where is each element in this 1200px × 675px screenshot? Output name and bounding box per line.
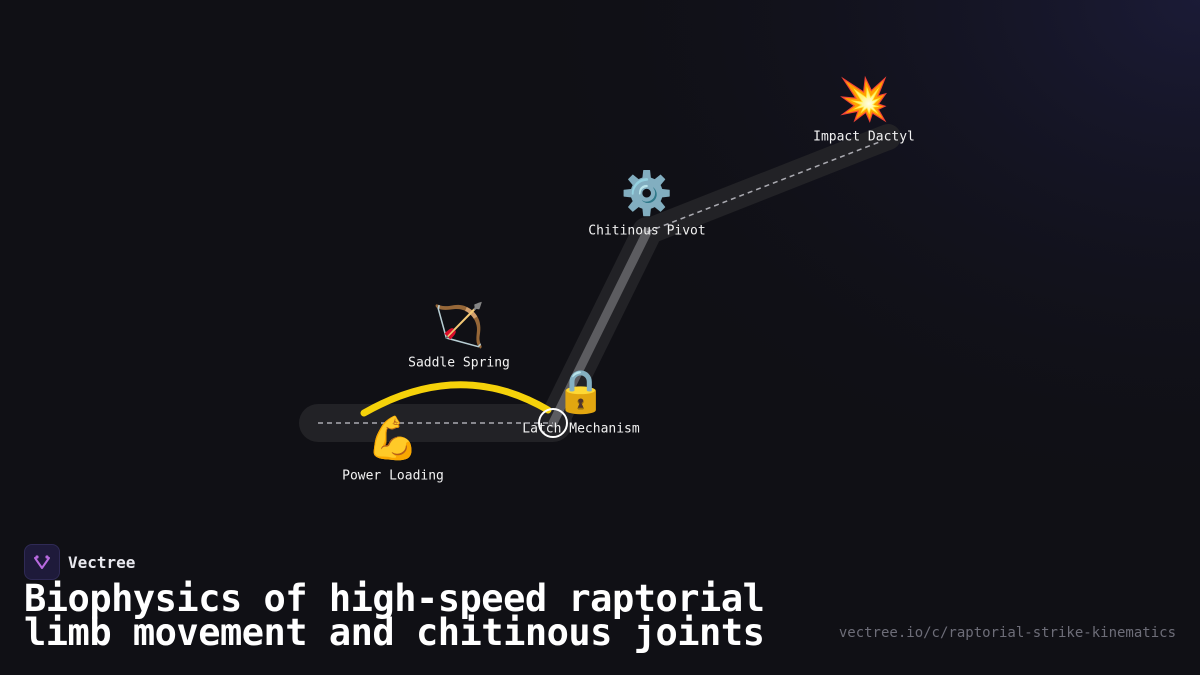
latch-ring — [538, 408, 568, 438]
page-title: Biophysics of high-speed raptorial limb … — [24, 577, 765, 654]
lock-icon: 🔒 — [554, 366, 608, 416]
source-url[interactable]: vectree.io/c/raptorial-strike-kinematics — [838, 625, 1176, 641]
track-pivot-dactyl — [634, 124, 901, 245]
bow-and-arrow-icon: 🏹 — [432, 300, 486, 350]
brand-name: Vectree — [68, 552, 136, 572]
dashed-guide-2 — [646, 140, 883, 233]
collision-icon: 💥 — [837, 74, 891, 124]
node-saddle-spring[interactable]: 🏹 Saddle Spring — [408, 300, 510, 371]
node-label: Saddle Spring — [408, 355, 510, 371]
node-chitinous-pivot[interactable]: ⚙️ Chitinous Pivot — [588, 168, 706, 239]
flexed-biceps-icon: 💪 — [366, 413, 420, 463]
node-power-loading[interactable]: 💪 Power Loading — [342, 413, 444, 484]
vectree-logo-icon — [24, 544, 60, 580]
node-label: Power Loading — [342, 468, 444, 484]
node-label: Latch Mechanism — [522, 421, 640, 437]
brand[interactable]: Vectree — [24, 544, 135, 580]
node-impact-dactyl[interactable]: 💥 Impact Dactyl — [813, 74, 915, 145]
node-latch-mechanism[interactable]: 🔒 Latch Mechanism — [522, 366, 640, 437]
energy-arc — [360, 381, 552, 417]
node-label: Impact Dactyl — [813, 129, 915, 145]
track-highlight — [548, 227, 652, 428]
gear-icon: ⚙️ — [620, 168, 674, 218]
node-label: Chitinous Pivot — [588, 223, 706, 239]
